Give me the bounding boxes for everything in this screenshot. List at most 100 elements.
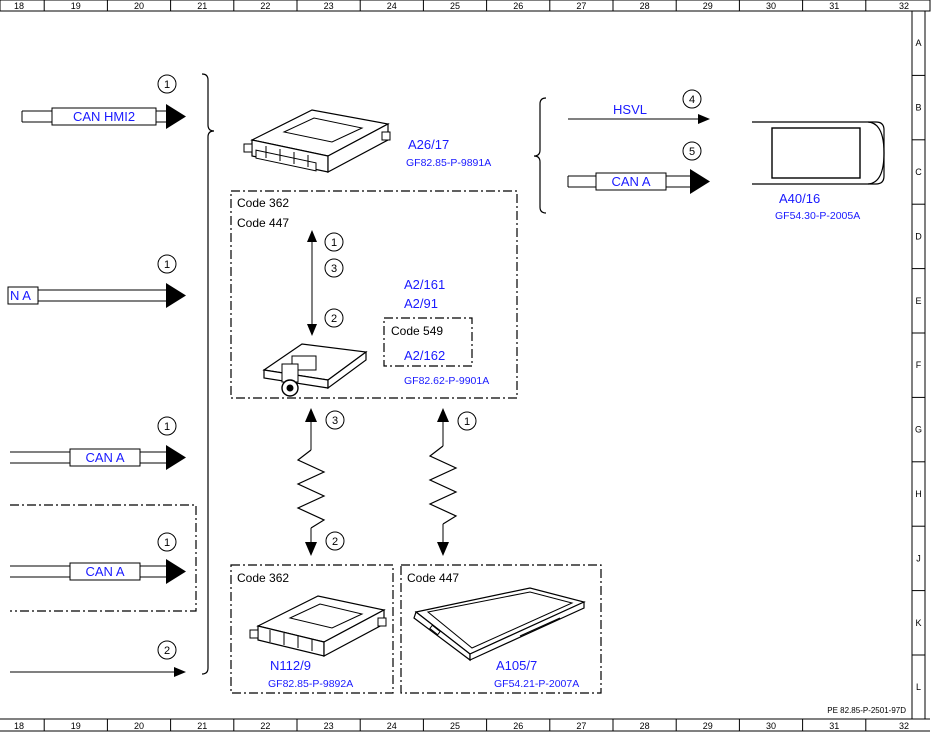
module-id-n112-9: N112/9: [270, 658, 311, 673]
wire-can-a-a40: CAN A: [567, 169, 710, 194]
circle-number-1: 1: [157, 532, 177, 552]
ruler-row-label: E: [915, 296, 921, 306]
circle-number-3: 3: [325, 410, 345, 430]
signal-label-can-a: CAN A: [611, 174, 650, 189]
code-frame-left: [10, 504, 197, 612]
ruler-column-label: 27: [576, 721, 586, 731]
svg-text:1: 1: [164, 537, 170, 549]
svg-text:3: 3: [331, 263, 337, 275]
ruler-column-label: 30: [766, 721, 776, 731]
ruler-column-label: 24: [387, 1, 397, 11]
svg-text:5: 5: [689, 146, 695, 158]
module-id-a40-16: A40/16: [779, 191, 820, 206]
ruler-row-ticks: [912, 74, 925, 656]
wire-hsvl: HSVL: [568, 102, 710, 124]
ruler-column-label: 23: [324, 1, 334, 11]
svg-text:1: 1: [464, 416, 470, 428]
ruler-row-label: J: [916, 553, 921, 563]
ruler-column-label: 32: [899, 1, 909, 11]
signal-label-hsvl: HSVL: [613, 102, 647, 117]
module-ref-n112-9: GF82.85-P-9892A: [268, 678, 353, 690]
ruler-column-label: 26: [513, 1, 523, 11]
ruler-row-label: G: [915, 425, 922, 435]
radio-link-1: [428, 408, 458, 556]
code-label-362: Code 362: [237, 196, 289, 210]
ruler-row-label: H: [915, 489, 922, 499]
circle-number-1: 1: [157, 74, 177, 94]
signal-label-can-hmi2: CAN HMI2: [73, 109, 135, 124]
circle-number-5: 5: [682, 141, 702, 161]
ruler-right: [911, 11, 926, 719]
ruler-column-label: 28: [640, 721, 650, 731]
module-a26-17: [243, 109, 391, 173]
ruler-row-label: A: [915, 38, 921, 48]
wire-can-a-partial: N A: [7, 283, 186, 308]
ruler-top: [0, 0, 931, 12]
svg-text:1: 1: [331, 237, 337, 249]
module-id-a26-17: A26/17: [408, 137, 449, 152]
signal-label-can-a: CAN A: [85, 450, 124, 465]
wire-can-hmi2: CAN HMI2: [21, 104, 186, 129]
circle-number-1: 1: [457, 411, 477, 431]
module-a40-16: [752, 121, 885, 185]
ruler-row-label: D: [915, 231, 922, 241]
module-id-a105-7: A105/7: [496, 658, 537, 673]
module-id-a2-162: A2/162: [404, 348, 445, 363]
document-reference: PE 82.85-P-2501-97D: [827, 706, 906, 715]
ruler-column-label: 27: [576, 1, 586, 11]
ruler-column-label: 24: [387, 721, 397, 731]
brace-right: [533, 97, 547, 214]
signal-label-can-a-partial: N A: [10, 288, 31, 303]
ruler-column-label: 18: [14, 721, 24, 731]
ruler-column-label: 26: [513, 721, 523, 731]
ruler-row-label: C: [915, 167, 922, 177]
svg-text:2: 2: [332, 536, 338, 548]
svg-text:1: 1: [164, 79, 170, 91]
module-n112-9: [249, 595, 387, 657]
ruler-column-label: 29: [703, 721, 713, 731]
ruler-column-label: 30: [766, 1, 776, 11]
module-a2-antenna: [262, 343, 368, 397]
svg-text:4: 4: [689, 94, 695, 106]
module-id-a2-91: A2/91: [404, 296, 438, 311]
wire-single-2: [10, 667, 186, 677]
circle-number-1: 1: [157, 254, 177, 274]
ruler-row-label: L: [916, 682, 921, 692]
ruler-column-label: 22: [260, 1, 270, 11]
circle-number-3: 3: [324, 258, 344, 278]
ruler-column-label: 29: [703, 1, 713, 11]
ruler-column-label: 23: [324, 721, 334, 731]
ruler-column-label: 31: [829, 721, 839, 731]
circle-number-4: 4: [682, 89, 702, 109]
circle-number-1: 1: [157, 416, 177, 436]
ruler-bottom: [0, 718, 930, 732]
ruler-column-ticks: [43, 0, 867, 731]
code-frame-a2: [230, 190, 518, 399]
circle-number-1: 1: [324, 232, 344, 252]
wire-can-a-1: CAN A: [10, 445, 186, 470]
module-ref-a26-17: GF82.85-P-9891A: [406, 157, 491, 169]
svg-text:1: 1: [164, 259, 170, 271]
circle-number-2: 2: [324, 308, 344, 328]
ruler-column-label: 28: [640, 1, 650, 11]
circle-number-2: 2: [325, 531, 345, 551]
wire-can-a-2: CAN A: [10, 559, 186, 584]
module-a105-7-tablet: [413, 587, 586, 662]
ruler-column-label: 19: [71, 721, 81, 731]
svg-text:2: 2: [164, 645, 170, 657]
ruler-row-label: B: [915, 103, 921, 113]
ruler-row-label: F: [916, 360, 922, 370]
ruler-column-label: 22: [260, 721, 270, 731]
link-arrow-inner: [307, 230, 317, 336]
svg-text:1: 1: [164, 421, 170, 433]
ruler-column-label: 32: [899, 721, 909, 731]
module-id-a2-161: A2/161: [404, 277, 445, 292]
signal-label-can-a: CAN A: [85, 564, 124, 579]
ruler-column-label: 31: [829, 1, 839, 11]
svg-text:2: 2: [331, 313, 337, 325]
circle-number-2: 2: [157, 640, 177, 660]
code-frame-n112: [230, 564, 394, 694]
